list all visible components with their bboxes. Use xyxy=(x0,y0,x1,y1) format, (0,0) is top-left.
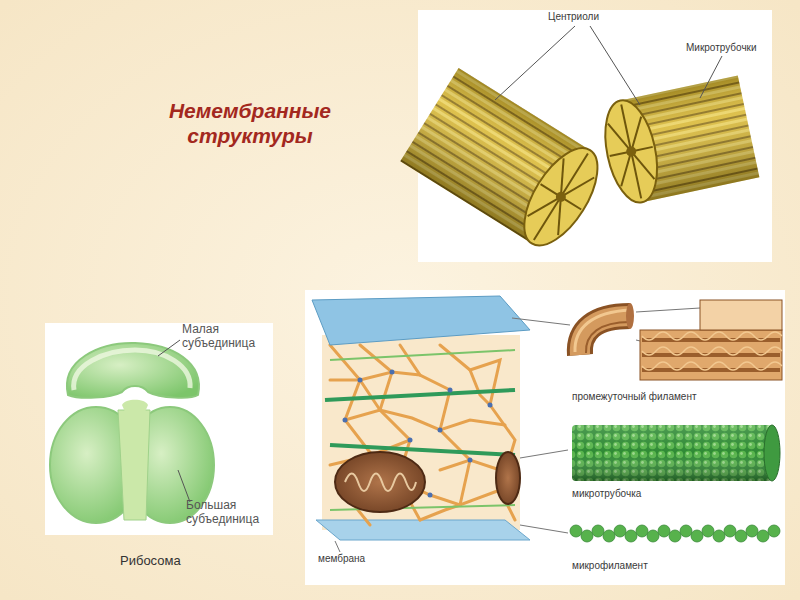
leader-lines xyxy=(495,26,722,105)
slide-title: Немембранные структуры xyxy=(150,98,350,148)
intermediate-filament xyxy=(575,300,782,380)
figure-label: Рибосома xyxy=(120,553,181,569)
microfilament xyxy=(570,525,780,542)
centriole-left xyxy=(400,68,612,257)
centriole-right xyxy=(597,76,759,208)
microtubule xyxy=(572,425,780,481)
subunit-label: Большая субъединица xyxy=(186,498,270,527)
structure-label: Центриоли xyxy=(548,11,599,23)
filament-label: микрофиламент xyxy=(572,560,648,572)
cytoskeleton-block xyxy=(312,296,530,540)
subunit-label: Малая субъединица xyxy=(182,322,266,351)
structure-label: Микротрубочки xyxy=(686,42,757,54)
filament-label: микротрубочка xyxy=(572,488,641,500)
ribosome xyxy=(50,343,214,523)
membrane-label: мембрана xyxy=(318,553,365,565)
leader-lines xyxy=(158,340,190,502)
filament-label: промежуточный филамент xyxy=(572,391,697,403)
